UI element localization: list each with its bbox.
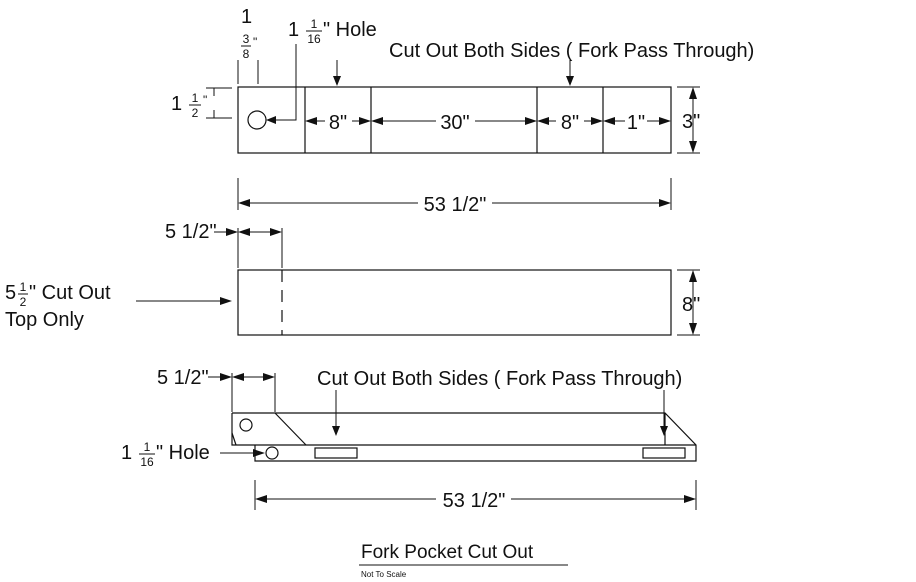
- side-view: 5 1/2" 5 1 2 " Cut Out Top Only: [5, 221, 700, 336]
- segment-label-4: 1": [627, 112, 645, 134]
- side-note-line2: Top Only: [5, 309, 84, 331]
- iso-hole-label: 1 1 16 " Hole: [121, 440, 265, 469]
- iso-overall-label: 53 1/2": [443, 490, 506, 512]
- iso-hole-denominator: 16: [140, 455, 154, 469]
- side-board-outline: [237, 269, 672, 336]
- drawing-subtitle: Not To Scale: [361, 570, 407, 579]
- left-height-unit: ": [203, 93, 207, 107]
- top-view: 1 3 8 " 1 1 16 " Hole Cut Out Both Sides…: [171, 6, 754, 216]
- iso-hole-lower: [265, 446, 279, 460]
- side-note-denominator: 2: [20, 295, 27, 309]
- top-board-outline: [237, 86, 672, 154]
- iso-hole-numerator: 1: [144, 440, 151, 454]
- offset-dim-unit: ": [253, 35, 257, 49]
- side-cut-dimension: [214, 228, 283, 268]
- left-height-denominator: 2: [192, 106, 199, 120]
- segment-label-3: 8": [561, 112, 579, 134]
- iso-cut-dimension: [208, 373, 276, 412]
- iso-hole-text: " Hole: [156, 442, 210, 464]
- right-height-dimension: [677, 86, 700, 154]
- top-hole-denominator: 16: [307, 32, 321, 46]
- side-height-dimension: [677, 269, 700, 336]
- drawing-title: Fork Pocket Cut Out: [361, 542, 534, 563]
- right-height-label: 3": [682, 111, 700, 133]
- segment-label-1: 8": [329, 112, 347, 134]
- side-cut-label: 5 1/2": [165, 221, 217, 243]
- top-callout-text: Cut Out Both Sides ( Fork Pass Through): [389, 40, 754, 62]
- offset-dim-numerator: 3: [243, 32, 250, 46]
- iso-overall-dimension: [254, 480, 697, 510]
- top-overall-label: 53 1/2": [424, 194, 487, 216]
- side-note-numerator: 1: [20, 280, 27, 294]
- left-height-dimension: 1 1 2 ": [171, 87, 232, 120]
- iso-callout-arrows: [332, 390, 668, 436]
- left-height-numerator: 1: [192, 91, 199, 105]
- iso-view: 5 1/2" Cut Out Both Sides ( Fork Pass Th…: [121, 367, 697, 512]
- offset-dim-denominator: 8: [243, 47, 250, 61]
- iso-cut-label: 5 1/2": [157, 367, 209, 389]
- sheet-number: 1: [241, 6, 252, 28]
- segment-label-2: 30": [440, 112, 469, 134]
- side-note-text: " Cut Out: [29, 282, 111, 304]
- offset-dimension: 3 8 ": [237, 32, 259, 84]
- segment-dimension-line: [305, 117, 671, 125]
- side-height-label: 8": [682, 294, 700, 316]
- top-hole-label: 1 1 16 " Hole: [266, 17, 377, 124]
- iso-hole-whole: 1: [121, 442, 132, 464]
- side-cut-note: 5 1 2 " Cut Out Top Only: [5, 280, 232, 331]
- iso-callout-text: Cut Out Both Sides ( Fork Pass Through): [317, 368, 682, 390]
- side-note-whole: 5: [5, 282, 16, 304]
- top-overall-dimension: [237, 178, 672, 210]
- top-hole-numerator: 1: [311, 17, 318, 31]
- iso-hole-upper: [239, 418, 253, 432]
- top-hole-whole: 1: [288, 19, 299, 41]
- iso-pocket-right: [642, 447, 686, 459]
- top-callout-arrows: [333, 60, 574, 86]
- top-hole-text: " Hole: [323, 19, 377, 41]
- left-height-whole: 1: [171, 93, 182, 115]
- iso-board-outline: [231, 412, 697, 462]
- title-block: Fork Pocket Cut Out Not To Scale: [359, 542, 568, 579]
- iso-pocket-left: [314, 447, 358, 459]
- top-hole: [247, 110, 267, 130]
